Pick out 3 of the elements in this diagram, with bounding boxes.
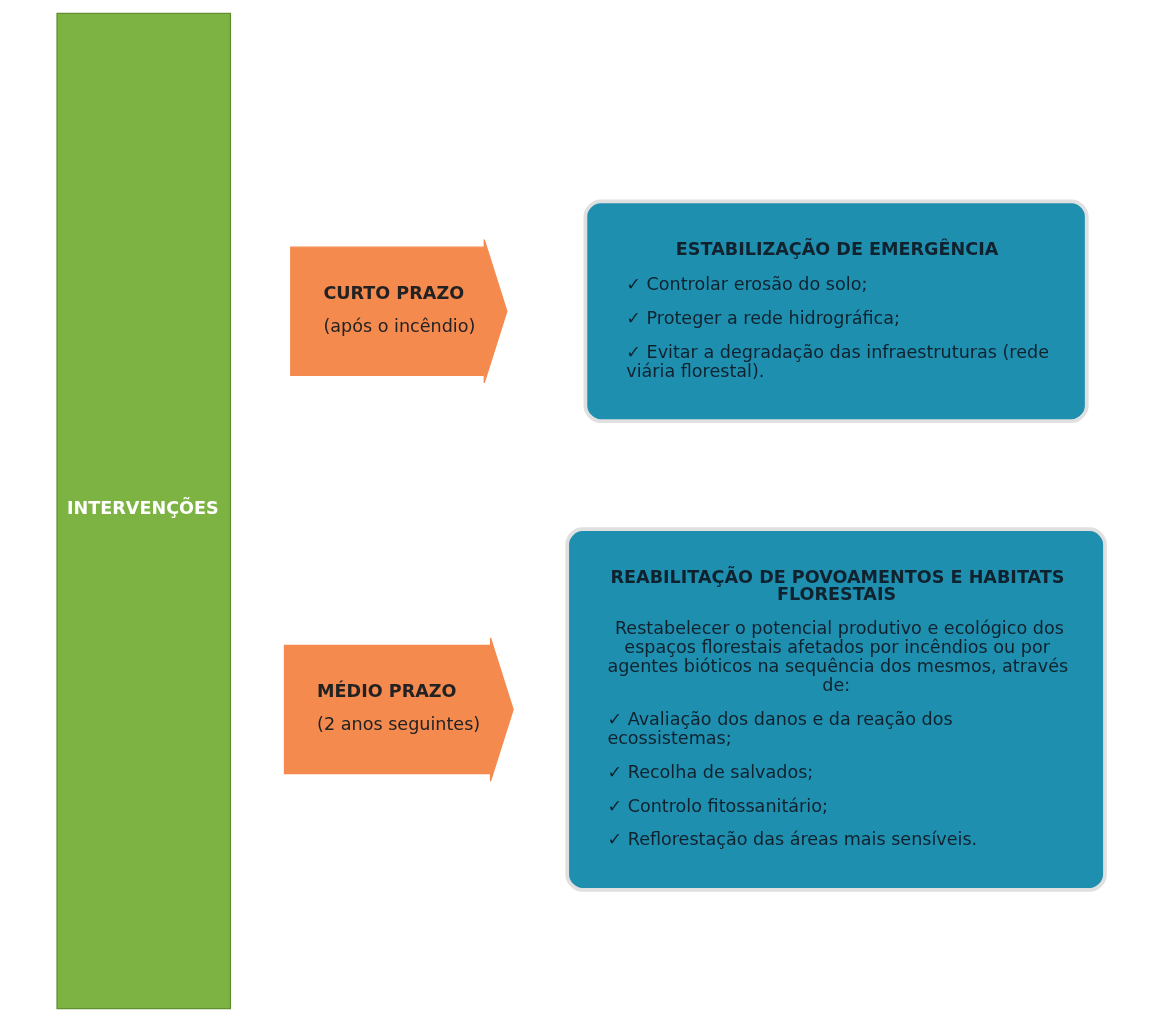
node-box: ESTABILIZAÇÃO DE EMERGÊNCIA ✓ Controlar erosão do solo; ✓ Proteger a rede hidrográfica; ✓ Evitar a degradação das infraestruturas (rede viária florestal). xyxy=(583,199,1089,424)
node-box: REABILITAÇÃO DE POVOAMENTOS E HABITATS FLORESTAIS Restabelecer o potencial produtivo e ecológico dos espaços florestais afetados por incêndios ou por agentes bióticos na sequência dos mesmos, através de: ✓ Avaliação dos danos e da reação dos ecossistemas; ✓ Recolha de salvados; ✓ Controlo fitossanitário; ✓ Reflorestação das áreas mais sensíveis. xyxy=(564,527,1107,892)
node-box: INTERVENÇÕES xyxy=(55,12,231,1010)
